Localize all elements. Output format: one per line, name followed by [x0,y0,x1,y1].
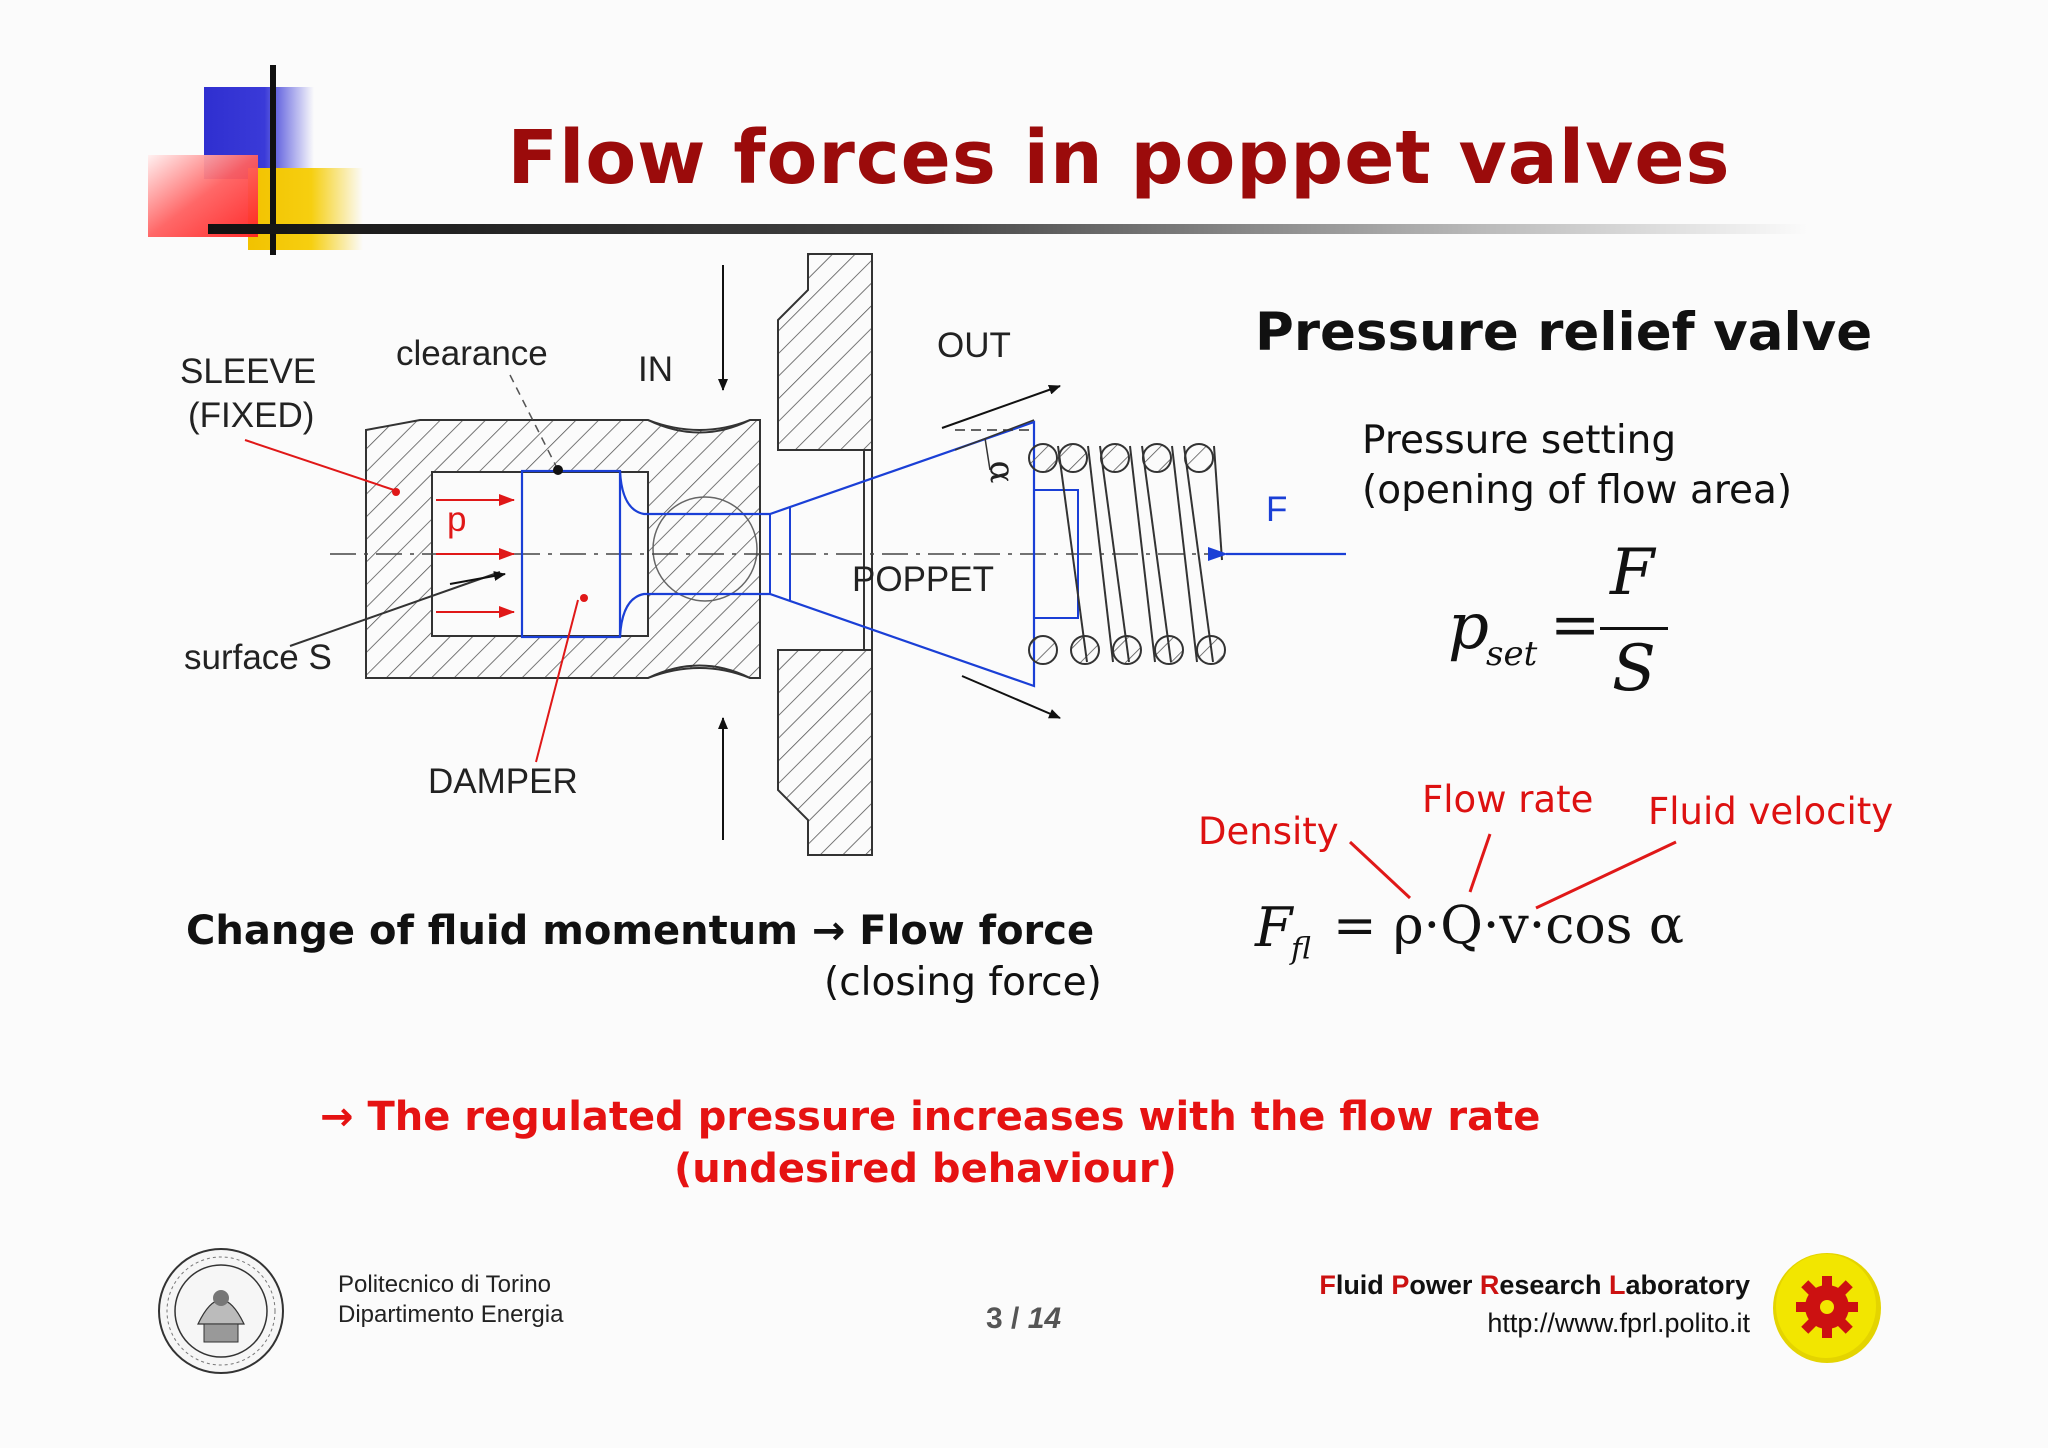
pressure-setting-line2: (opening of flow area) [1362,468,1793,513]
clearance-label: clearance [396,334,548,373]
poppet-label: POPPET [852,560,994,599]
alpha-angle-label: α [981,460,1022,484]
fprl-gear-logo [1773,1253,1881,1363]
lab-initial-p: P [1391,1270,1410,1300]
force-f-label: F [1266,490,1288,529]
lab-word-aboratory: aboratory [1625,1270,1750,1300]
slide-title: Flow forces in poppet valves [507,115,1731,201]
fluid-velocity-label: Fluid velocity [1648,790,1894,833]
pset-equals: = [1550,590,1601,660]
housing [777,253,873,856]
institution-line1: Politecnico di Torino [338,1271,552,1298]
flow-rate-label: Flow rate [1422,778,1594,821]
poppet [520,420,1079,688]
pset-numerator: F [1610,536,1655,610]
in-label: IN [638,350,673,389]
page-total: 14 [1027,1302,1062,1335]
spring [1028,443,1226,665]
pset-formula: p set = F S [1448,536,1688,710]
surface-s-label: surface S [184,638,332,677]
conclusion-line1: → The regulated pressure increases with … [320,1094,1541,1140]
lab-word-esearch: esearch [1499,1270,1609,1300]
lab-word-ower: ower [1409,1270,1480,1300]
pressure-p-label: p [447,500,467,539]
lab-initial-f: F [1319,1270,1336,1300]
fraction-bar [1600,627,1668,630]
ffl-subscript: fl [1291,932,1312,967]
lab-word-luid: luid [1335,1270,1392,1300]
pset-subscript: set [1486,634,1538,674]
lab-name: Fluid Power Research Laboratory [1319,1270,1750,1301]
lab-initial-r: R [1479,1270,1500,1300]
sleeve-label: SLEEVE [180,352,317,391]
poppet-valve-diagram [244,253,1346,856]
pressure-setting-line1: Pressure setting [1362,418,1677,463]
ffl-base: F [1255,896,1293,959]
title-underline [208,224,1808,234]
ffl-rhs: = ρ·Q·v·cos α [1333,896,1685,956]
momentum-line2: (closing force) [824,960,1102,1005]
damper-label: DAMPER [428,762,578,801]
institution-line2: Dipartimento Energia [338,1301,564,1328]
pressure-relief-heading: Pressure relief valve [1255,302,1873,363]
page-separator: / [1011,1302,1020,1335]
lab-initial-l: L [1608,1270,1626,1300]
decorative-squares [148,65,363,255]
momentum-line1: Change of fluid momentum → Flow force [186,908,1095,954]
page-indicator: 3 / 14 [986,1302,1061,1336]
flow-label-pointers [1348,833,1677,910]
page-current: 3 [986,1302,1003,1335]
density-label: Density [1198,810,1339,853]
out-label: OUT [937,326,1011,365]
sleeve [365,419,761,679]
fixed-label: (FIXED) [188,396,315,435]
conclusion-line2: (undesired behaviour) [674,1146,1177,1192]
politecnico-seal-logo [158,1248,284,1374]
pset-denominator: S [1612,632,1656,706]
pset-base: p [1448,590,1489,664]
lab-url-link[interactable]: http://www.fprl.polito.it [1487,1308,1750,1338]
flow-force-formula: F fl = ρ·Q·v·cos α [1255,896,1695,976]
